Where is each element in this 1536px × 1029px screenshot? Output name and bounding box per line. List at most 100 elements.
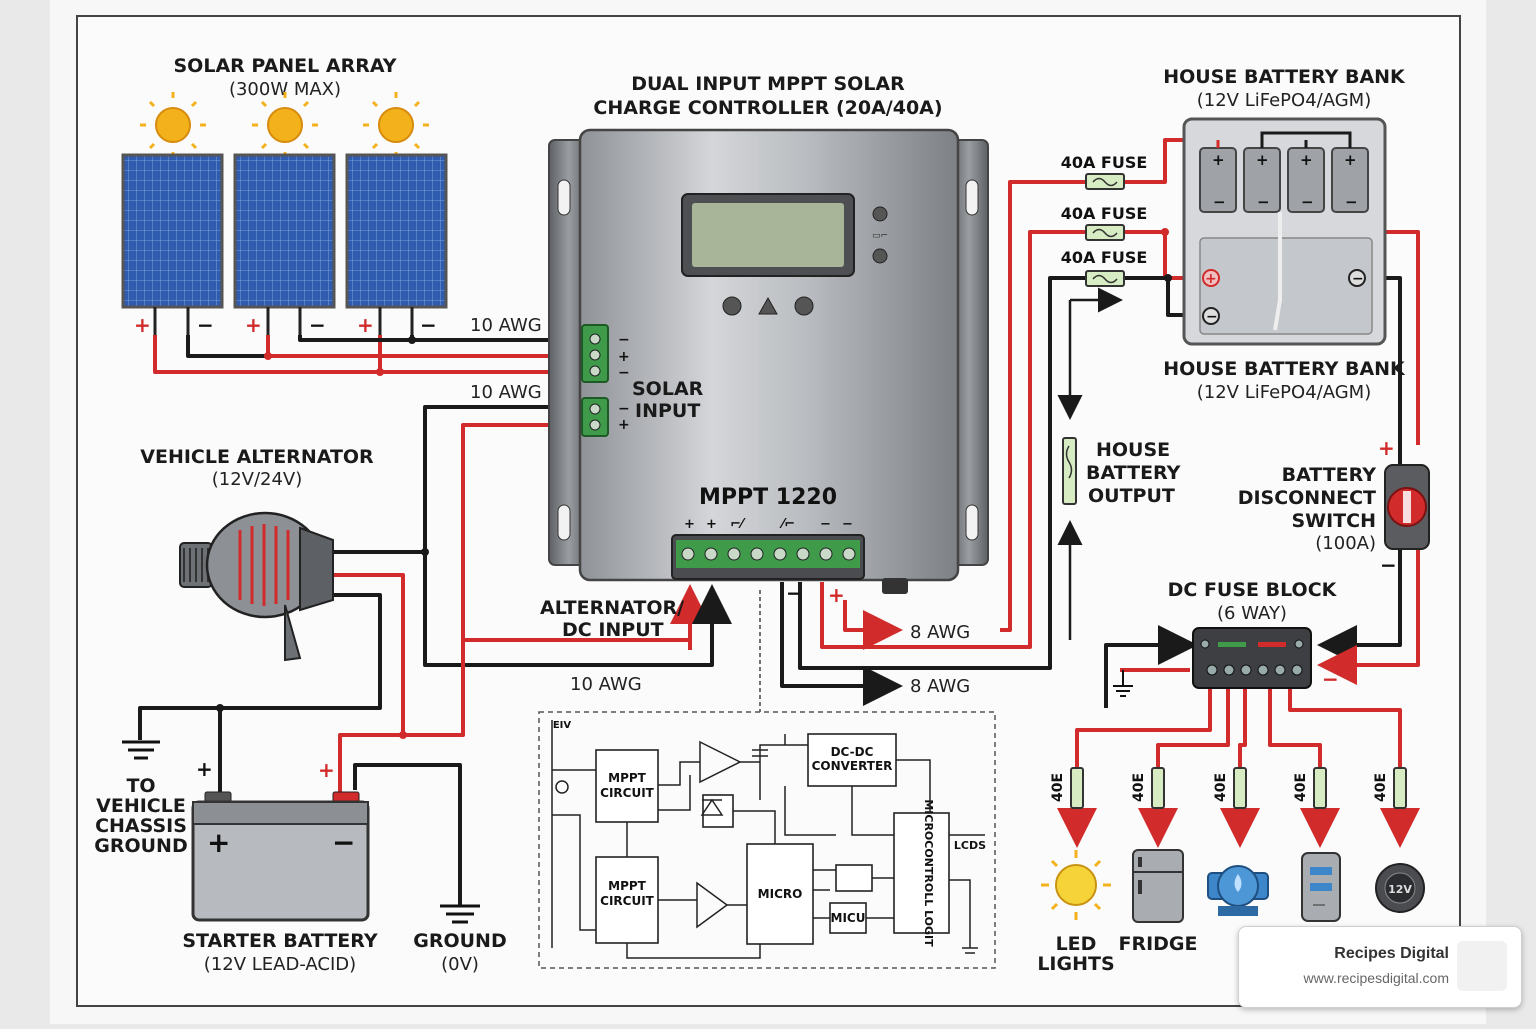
svg-text:+: + (1212, 151, 1225, 169)
svg-text:−: − (842, 517, 853, 532)
bds-label-2: DISCONNECT (1238, 487, 1376, 509)
awg-solar2-label: 10 AWG (470, 382, 542, 403)
svg-text:−: − (1380, 553, 1397, 577)
svg-text:−: − (197, 313, 214, 337)
svg-text:−: − (420, 313, 437, 337)
svg-text:+: + (1205, 271, 1217, 287)
mcu-vertical-text: MICROCONTROLL LOGIT (922, 799, 935, 947)
micro-box (746, 843, 814, 945)
dcdc-box (807, 733, 897, 787)
solar-panel (121, 153, 224, 309)
solar-subtitle: (300W MAX) (229, 79, 341, 100)
svg-text:+: + (245, 313, 262, 337)
watermark-name: Recipes Digital (1334, 945, 1449, 962)
fuseblock-label-1: DC FUSE BLOCK (1168, 579, 1338, 601)
wire-junctions (216, 228, 1172, 739)
ground-label-2: (0V) (441, 954, 479, 975)
12v-socket-icon: 12V (1375, 863, 1425, 913)
watermark-badge[interactable]: Recipes Digital www.recipesdigital.com (1238, 926, 1522, 1008)
fuse-label-3: 40A FUSE (1061, 248, 1148, 267)
house-battery-bank: HOUSE BATTERY BANK (12V LiFePO4/AGM) + + +… (1163, 66, 1406, 403)
button-right[interactable] (794, 296, 814, 316)
button-left[interactable] (722, 296, 742, 316)
micro-text: MICRO (758, 887, 803, 901)
svg-text:+: + (618, 417, 630, 433)
svg-text:−: − (1345, 193, 1358, 211)
chassis-ground: TO VEHICLE CHASSIS GROUND (94, 740, 188, 857)
svg-text:▭⌐: ▭⌐ (872, 231, 888, 241)
svg-text:+: + (1344, 151, 1357, 169)
ground-icon (440, 904, 480, 924)
svg-text:−: − (1352, 271, 1364, 287)
solar-input-label-1: SOLAR (632, 378, 704, 400)
bds-label-3: SWITCH (1291, 510, 1376, 532)
chassis-label-2: VEHICLE (96, 795, 186, 817)
svg-text:−: − (1322, 667, 1339, 691)
svg-text:+: + (684, 517, 695, 532)
circuit-text-2: CIRCUIT (600, 894, 655, 908)
fuses: 40A FUSE 40A FUSE 40A FUSE (1061, 153, 1148, 287)
fuse-label-1: 40A FUSE (1061, 153, 1148, 172)
solar-input-terminal-2 (581, 397, 609, 437)
awg8-label-b: 8 AWG (910, 676, 970, 697)
svg-text:−: − (1257, 193, 1270, 211)
hbo-label-1: HOUSE (1096, 439, 1170, 461)
svg-text:⁄⌐: ⁄⌐ (779, 517, 795, 532)
loads: 40E 40E 40E 40E 40E LED LIGHTS FRIDGE WA… (1037, 767, 1425, 975)
mppt-text-1: MPPT (608, 771, 647, 785)
watermark-url: www.recipesdigital.com (1303, 970, 1450, 986)
chassis-label-3: CHASSIS (95, 815, 187, 837)
alt-input-label-2: DC INPUT (562, 619, 664, 641)
starter-battery: + + + − STARTER BATTERY (12V LEAD-ACID) (182, 757, 377, 975)
svg-text:+: + (1378, 436, 1395, 460)
starter-label-1: STARTER BATTERY (182, 930, 377, 952)
awg8-label-a: 8 AWG (910, 622, 970, 643)
svg-text:−: − (618, 365, 630, 381)
solar-input-label-2: INPUT (635, 400, 700, 422)
battery-disconnect-switch: BATTERY DISCONNECT SWITCH (100A) + − (1238, 436, 1430, 577)
mppt-circuit-box-1 (595, 749, 659, 823)
lcds-text: LCDS (954, 839, 986, 852)
micu-text: MICU (831, 911, 866, 925)
svg-text:+: + (618, 349, 630, 365)
house-subtitle-2: (12V LiFePO4/AGM) (1197, 382, 1371, 403)
svg-text:+: + (1300, 151, 1313, 169)
usb-outlet-icon (1301, 852, 1341, 922)
load-led-2: LIGHTS (1037, 953, 1114, 975)
chassis-label-1: TO (126, 775, 155, 797)
button-up[interactable] (758, 296, 778, 315)
ground-icon (1113, 670, 1133, 697)
svg-text:+: + (318, 758, 335, 782)
model-label: MPPT 1220 (699, 485, 837, 510)
svg-text:−: − (618, 401, 630, 417)
circuit-text-1: CIRCUIT (600, 786, 655, 800)
env-text: EIV (553, 720, 572, 731)
svg-text:⌐⁄: ⌐⁄ (730, 517, 746, 532)
mppt-text-2: MPPT (608, 879, 647, 893)
svg-text:+: + (828, 583, 845, 607)
vehicle-alternator: VEHICLE ALTERNATOR (12V/24V) (140, 446, 374, 662)
dcdc-text-2: CONVERTER (812, 759, 893, 773)
water-pump-icon (1207, 865, 1269, 916)
svg-text:−: − (332, 826, 355, 859)
micu-box (829, 902, 867, 934)
svg-text:−: − (820, 517, 831, 532)
branch-fuse-label: 40E (1293, 773, 1309, 802)
bds-label-4: (100A) (1315, 533, 1376, 554)
solar-panel (233, 153, 336, 309)
watermark-logo-icon (1457, 941, 1507, 991)
svg-text:+: + (357, 313, 374, 337)
house-subtitle: (12V LiFePO4/AGM) (1197, 90, 1371, 111)
solar-title: SOLAR PANEL ARRAY (174, 55, 397, 77)
mppt-controller: DUAL INPUT MPPT SOLAR CHARGE CONTROLLER … (540, 73, 989, 697)
svg-text:+: + (207, 826, 230, 859)
mcu-box (893, 812, 950, 934)
branch-fuse-label: 40E (1213, 773, 1229, 802)
svg-text:−: − (1301, 193, 1314, 211)
fuseblock-label-2: (6 WAY) (1217, 603, 1287, 624)
house-title: HOUSE BATTERY BANK (1163, 66, 1406, 88)
alt-subtitle: (12V/24V) (212, 469, 303, 490)
load-fridge: FRIDGE (1118, 933, 1197, 955)
branch-fuse-label: 40E (1373, 773, 1389, 802)
